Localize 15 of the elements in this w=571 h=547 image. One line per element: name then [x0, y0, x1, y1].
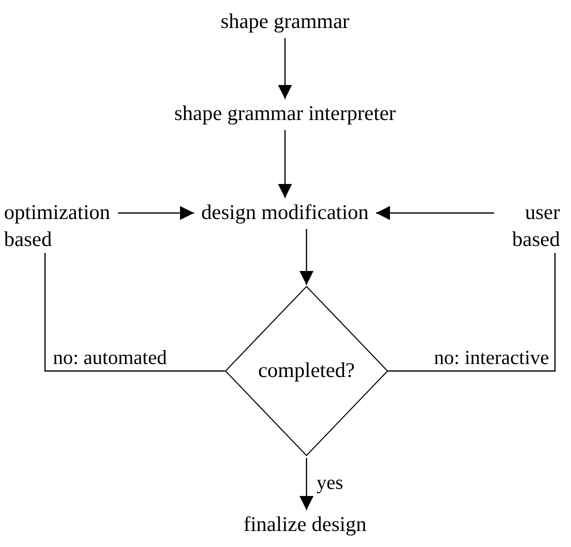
- step-label: shape grammar: [220, 8, 350, 35]
- connector-line: [388, 253, 556, 372]
- arrow: [376, 206, 494, 220]
- decision-label: completed?: [258, 357, 355, 384]
- step-label: shape grammar interpreter: [173, 100, 397, 127]
- arrow: [278, 130, 292, 198]
- step-label: design modification: [200, 199, 370, 226]
- step-label: user based: [511, 199, 560, 254]
- step-label: finalize design: [242, 511, 368, 538]
- arrow: [300, 229, 314, 285]
- arrow: [118, 206, 194, 220]
- connector-line: [44, 253, 225, 372]
- step-label: optimization based: [4, 199, 112, 254]
- arrow: [278, 38, 292, 99]
- arrow: [300, 458, 314, 510]
